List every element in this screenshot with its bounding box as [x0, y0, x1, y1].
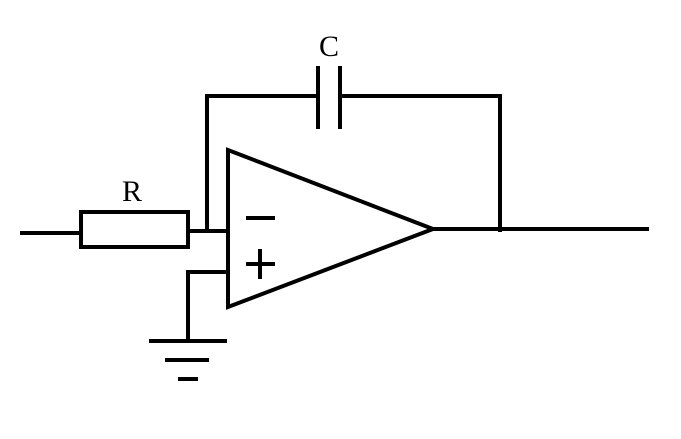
resistor-symbol [79, 210, 190, 249]
capacitor-label: C [319, 30, 339, 63]
resistor-label: R [122, 175, 142, 208]
output-junction-dot [497, 226, 503, 232]
ground-icon [149, 339, 227, 381]
op-amp-symbol [226, 147, 439, 310]
noninverting-input-sign [246, 249, 275, 279]
